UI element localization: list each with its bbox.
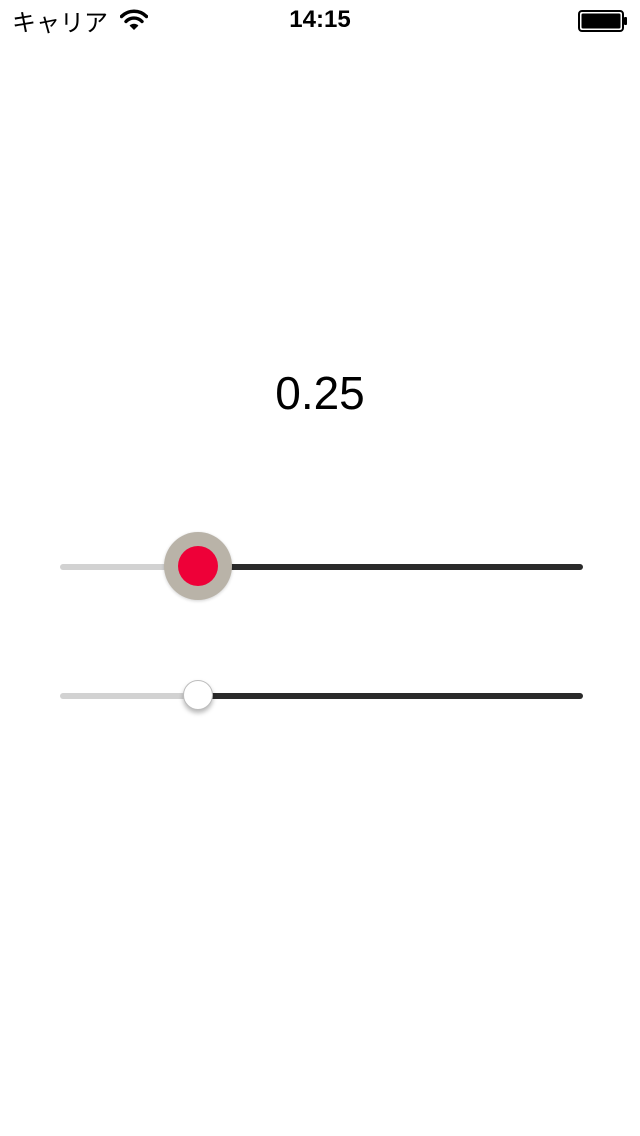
slider-thumb-dot bbox=[178, 546, 219, 586]
carrier-name: キャリア bbox=[12, 8, 108, 37]
status-bar: キャリア 14:15 bbox=[0, 0, 640, 40]
custom-thumb-slider[interactable] bbox=[60, 532, 583, 602]
slider-min-track bbox=[60, 564, 199, 570]
slider-max-track bbox=[198, 564, 583, 570]
slider-thumb[interactable] bbox=[164, 532, 233, 600]
slider-min-track bbox=[60, 693, 199, 699]
status-time: 14:15 bbox=[289, 6, 351, 33]
slider-max-track bbox=[198, 693, 583, 699]
slider-thumb[interactable] bbox=[183, 680, 214, 710]
battery-icon bbox=[578, 10, 627, 32]
wifi-icon bbox=[120, 9, 148, 30]
carrier-group: キャリア bbox=[12, 4, 148, 37]
slider-value-label: 0.25 bbox=[275, 367, 365, 419]
default-slider[interactable] bbox=[60, 661, 583, 731]
